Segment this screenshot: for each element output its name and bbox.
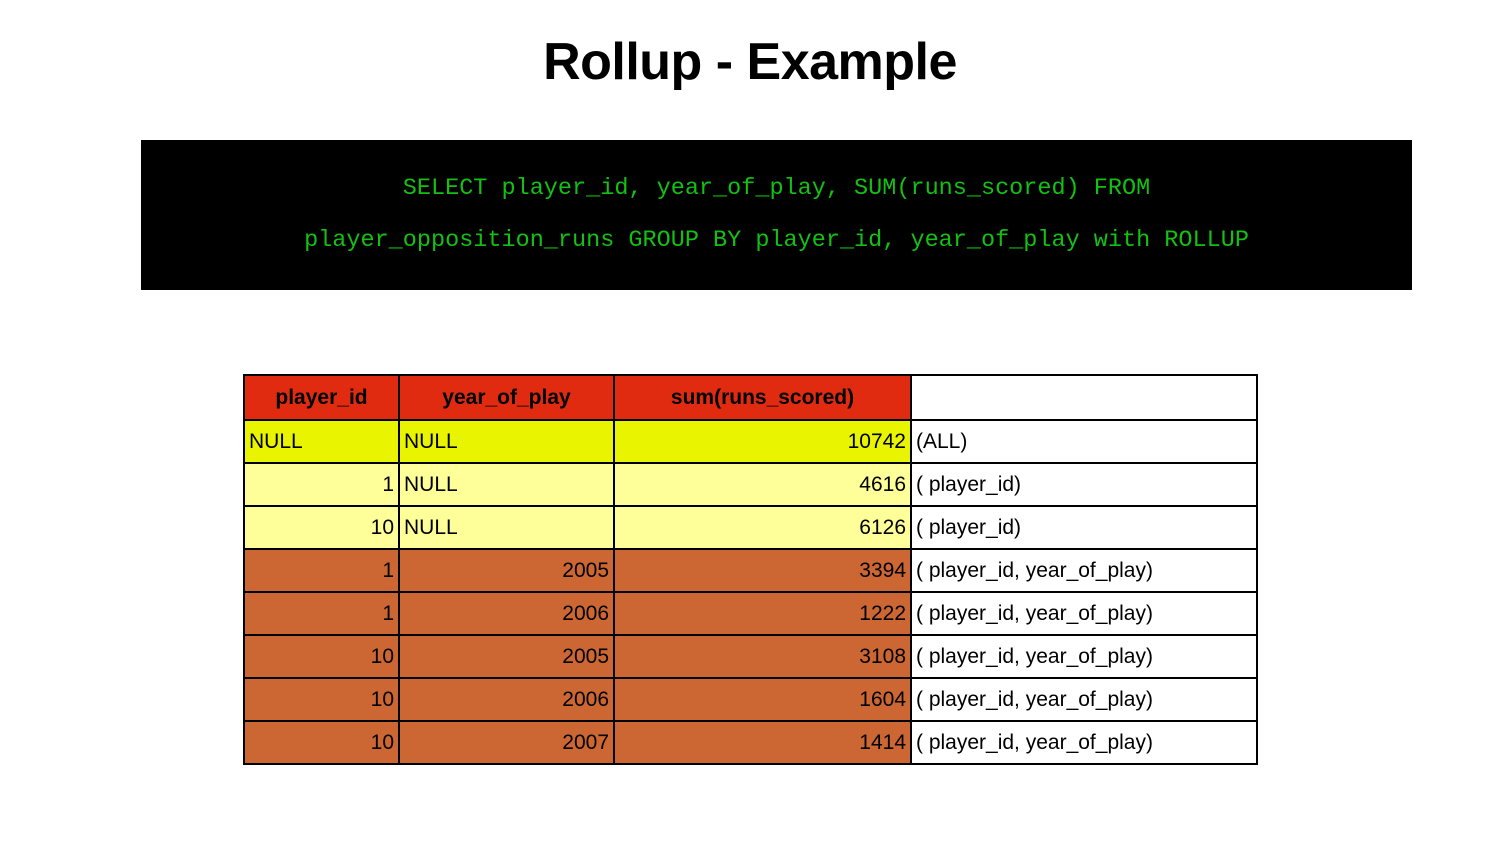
page-title: Rollup - Example	[543, 33, 957, 91]
table-header-row: player_id year_of_play sum(runs_scored)	[243, 374, 1258, 421]
cell-player-id: NULL	[243, 419, 400, 464]
cell-sum-runs-scored: 1414	[613, 720, 912, 765]
cell-grouping: (ALL)	[910, 419, 1258, 464]
cell-player-id: 10	[243, 634, 400, 679]
column-header-year-of-play: year_of_play	[398, 374, 615, 421]
cell-sum-runs-scored: 6126	[613, 505, 912, 550]
cell-year-of-play: 2006	[398, 677, 615, 722]
cell-grouping: ( player_id, year_of_play)	[910, 677, 1258, 722]
column-header-sum-runs-scored: sum(runs_scored)	[613, 374, 912, 421]
cell-player-id: 1	[243, 462, 400, 507]
cell-player-id: 10	[243, 505, 400, 550]
cell-sum-runs-scored: 1222	[613, 591, 912, 636]
cell-grouping: ( player_id, year_of_play)	[910, 591, 1258, 636]
cell-sum-runs-scored: 3394	[613, 548, 912, 593]
sql-code-block: SELECT player_id, year_of_play, SUM(runs…	[141, 140, 1412, 290]
cell-sum-runs-scored: 3108	[613, 634, 912, 679]
cell-player-id: 1	[243, 591, 400, 636]
cell-grouping: ( player_id, year_of_play)	[910, 548, 1258, 593]
cell-player-id: 10	[243, 720, 400, 765]
cell-sum-runs-scored: 10742	[613, 419, 912, 464]
cell-year-of-play: NULL	[398, 419, 615, 464]
cell-grouping: ( player_id)	[910, 505, 1258, 550]
column-header-player-id: player_id	[243, 374, 400, 421]
cell-player-id: 1	[243, 548, 400, 593]
sql-line: SELECT player_id, year_of_play, SUM(runs…	[402, 175, 1151, 202]
cell-year-of-play: 2005	[398, 548, 615, 593]
cell-grouping: ( player_id, year_of_play)	[910, 720, 1258, 765]
cell-sum-runs-scored: 1604	[613, 677, 912, 722]
cell-year-of-play: NULL	[398, 505, 615, 550]
cell-year-of-play: 2005	[398, 634, 615, 679]
cell-player-id: 10	[243, 677, 400, 722]
cell-sum-runs-scored: 4616	[613, 462, 912, 507]
cell-year-of-play: 2006	[398, 591, 615, 636]
cell-grouping: ( player_id)	[910, 462, 1258, 507]
cell-year-of-play: 2007	[398, 720, 615, 765]
column-header-grouping	[910, 374, 1258, 421]
result-table: player_id year_of_play sum(runs_scored) …	[243, 374, 1258, 765]
cell-grouping: ( player_id, year_of_play)	[910, 634, 1258, 679]
cell-year-of-play: NULL	[398, 462, 615, 507]
sql-line: player_opposition_runs GROUP BY player_i…	[304, 227, 1249, 254]
